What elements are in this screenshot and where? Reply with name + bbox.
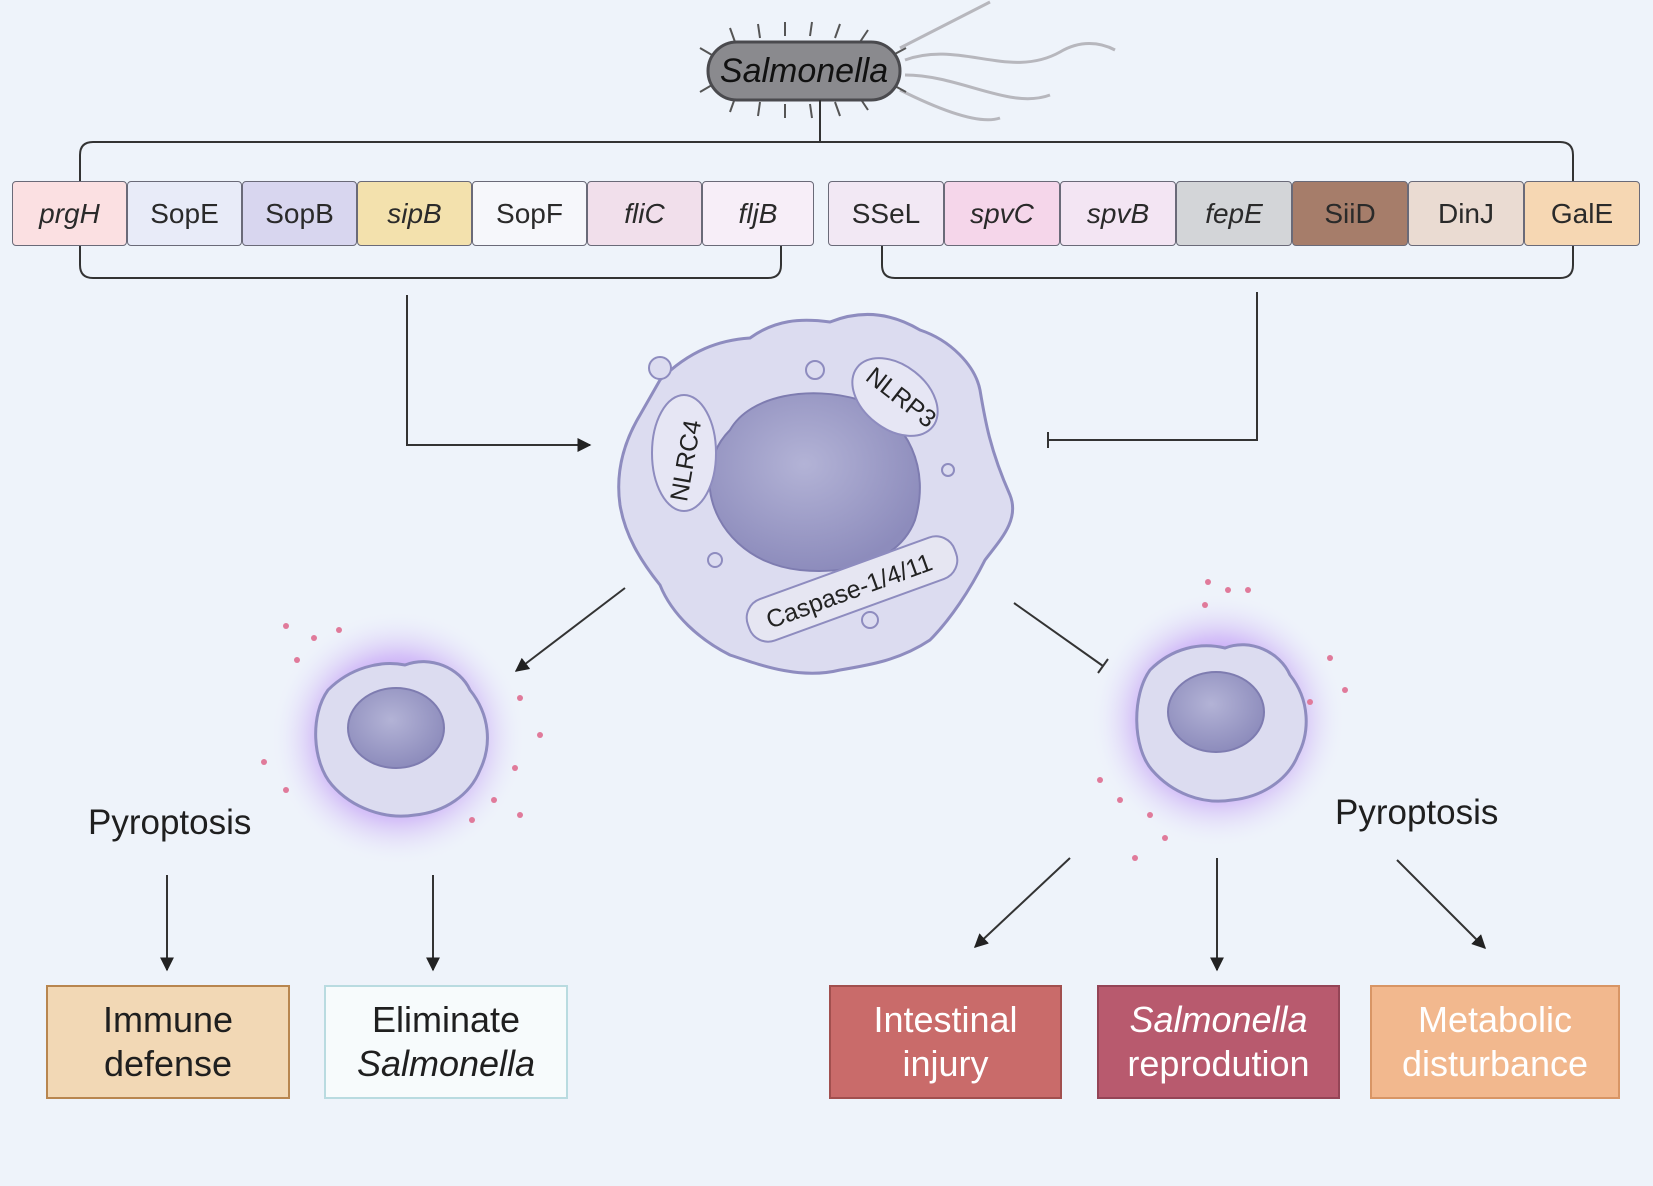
metabolic-disturbance-box: Metabolic disturbance: [1370, 985, 1620, 1099]
intestinal-injury-box: Intestinal injury: [829, 985, 1062, 1099]
gene-box: sipB: [357, 181, 472, 246]
left-pyroptosis-label: Pyroptosis: [88, 803, 252, 842]
outcome-line: Salmonella: [1129, 999, 1308, 1040]
arrow-to-left-pyroptosis: [514, 587, 626, 672]
activation-arrow: [406, 295, 592, 452]
gene-box: fliC: [587, 181, 702, 246]
gene-box: SSeL: [828, 181, 944, 246]
right-pyroptotic-cell-icon: [1090, 579, 1348, 861]
left-pyroptotic-cell-icon: [261, 610, 543, 866]
salmonella-reproduction-box: Salmonella reprodution: [1097, 985, 1340, 1099]
arrow-to-metabolic: [1396, 859, 1486, 949]
outcome-line: disturbance: [1401, 1043, 1589, 1084]
gene-box: GalE: [1524, 181, 1640, 246]
inhibition-line: [1048, 292, 1258, 441]
gene-brackets: [79, 100, 1574, 279]
gene-box: SiiD: [1292, 181, 1408, 246]
outcome-line: injury: [902, 1043, 989, 1084]
gene-box: SopF: [472, 181, 587, 246]
gene-box: DinJ: [1408, 181, 1524, 246]
gene-box: SopE: [127, 181, 242, 246]
gene-box: SopB: [242, 181, 357, 246]
immune-defense-box: Immune defense: [46, 985, 290, 1099]
gene-box: prgH: [12, 181, 127, 246]
outcome-line: defense: [103, 1043, 233, 1084]
outcome-line: Intestinal: [873, 999, 1018, 1040]
gene-box: fljB: [702, 181, 814, 246]
arrow-to-intestinal: [973, 857, 1071, 948]
gene-box: spvC: [944, 181, 1060, 246]
salmonella-label: Salmonella: [719, 51, 889, 90]
outcome-line: Metabolic: [1417, 999, 1573, 1040]
macrophage-cell-icon: [617, 312, 1015, 675]
eliminate-salmonella-box: Eliminate Salmonella: [324, 985, 568, 1099]
outcome-line: reprodution: [1127, 1043, 1310, 1084]
outcome-line: Salmonella: [356, 1043, 536, 1084]
outcome-line: Eliminate: [371, 999, 521, 1040]
gene-box: fepE: [1176, 181, 1292, 246]
outcome-line: Immune: [102, 999, 234, 1040]
right-pyroptosis-label: Pyroptosis: [1335, 793, 1499, 832]
salmonella-bacterium-icon: [699, 0, 1116, 122]
inhibition-to-right-pyroptosis: [1013, 602, 1104, 667]
gene-box: spvB: [1060, 181, 1176, 246]
